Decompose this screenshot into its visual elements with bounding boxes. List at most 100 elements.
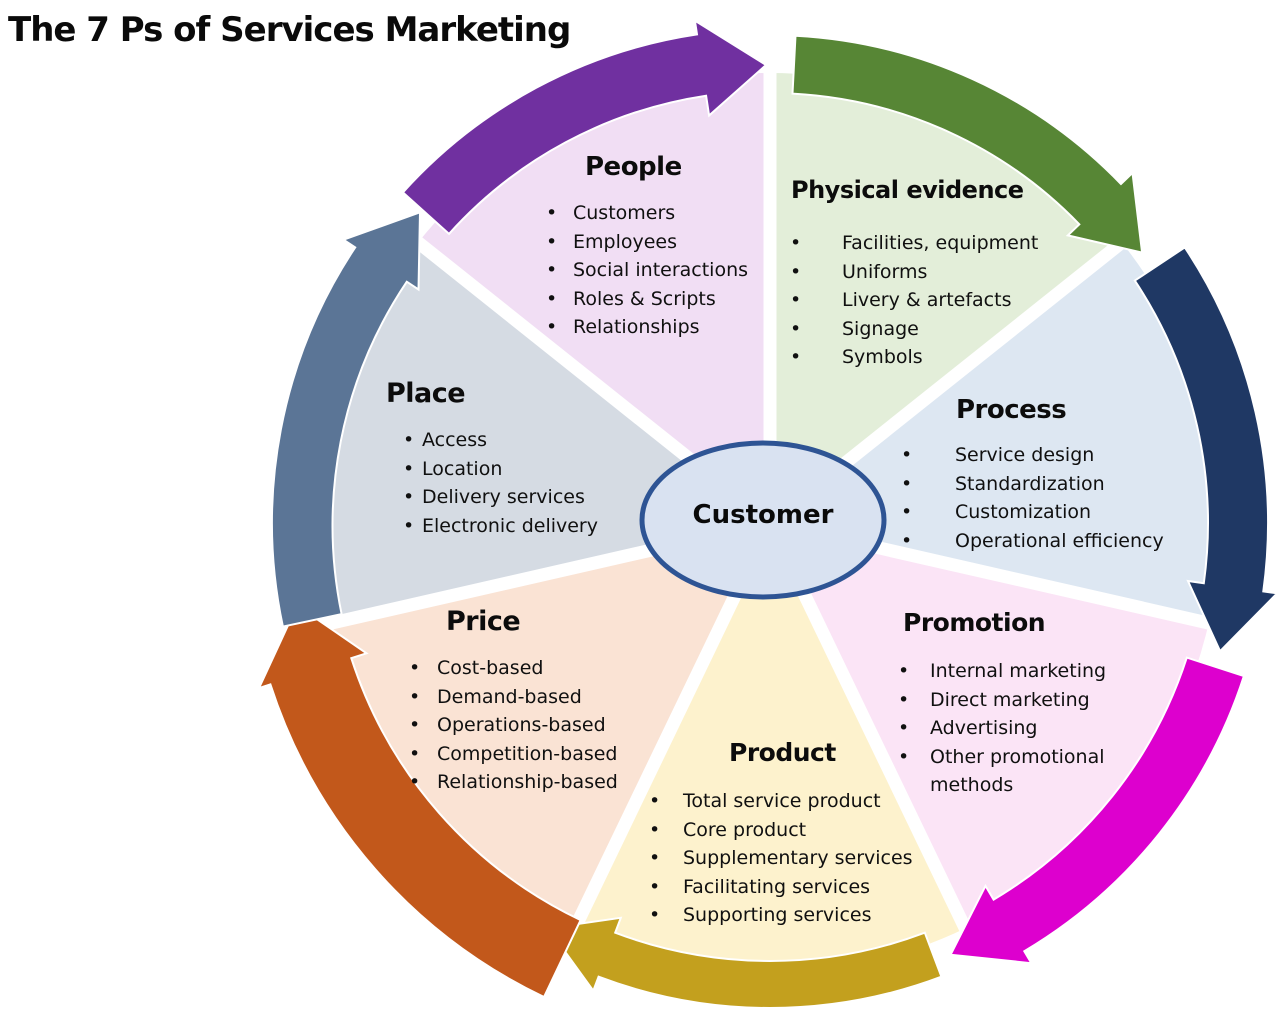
bullet-icon: • [649,818,661,841]
bullet-icon: • [790,346,802,368]
list-item-text: Location [422,457,503,480]
list-item-text: Uniforms [842,260,928,283]
list-item-text: Core product [683,818,807,841]
bullet-icon: • [901,444,913,466]
list-item-text: Employees [573,230,677,253]
list-item-text: Supplementary services [683,847,913,869]
list-item-text: Electronic delivery [422,514,598,537]
bullet-icon: • [403,429,415,451]
page-title: The 7 Ps of Services Marketing [8,10,571,50]
customer-ellipse [639,440,887,600]
bullet-icon: • [898,688,910,711]
arrow-people [401,18,768,236]
heading-people: People [585,152,682,182]
list-item: •Electronic delivery [403,512,598,541]
list-item-text: Cost-based [437,657,544,679]
list-item-text: Facilitating services [683,875,871,898]
list-item: • Advertising [898,714,1148,743]
bullet-icon: • [546,202,558,224]
bullet-icon: • [649,904,661,926]
arrow-physical-evidence [791,34,1144,254]
bullet-icon: • [546,287,558,310]
heading-place: Place [386,378,466,409]
list-item: • Operational efficiency [901,527,1164,556]
list-item-text: Supporting services [683,904,872,926]
list-item-text: Relationship-based [437,771,618,793]
list-item-text: Access [422,429,488,451]
list-item: •Relationships [546,313,748,342]
promotion-list: • Internal marketing •Direct marketing • A… [898,657,1148,800]
bullet-icon: • [546,230,558,253]
list-item: • Cost-based [409,654,618,683]
list-item-text: Competition-based [437,742,618,765]
bullet-icon: • [901,472,913,495]
list-item-text: Operational efficiency [955,529,1164,552]
list-item-text: Advertising [930,717,1038,739]
list-item: • Social interactions [546,256,748,285]
bullet-icon: • [649,875,661,898]
bullet-icon: • [790,260,802,283]
list-item: • Employees [546,228,748,257]
list-item: •Facilities, equipment [790,229,1038,258]
wedge-physical-evidence [770,73,1122,523]
list-item: • Internal marketing [898,657,1148,686]
bullet-icon: • [898,717,910,739]
list-item: •Demand-based [409,683,618,712]
list-item: • Customization [901,498,1164,527]
list-item-text: Operations-based [437,714,606,736]
bullet-icon: • [546,259,558,281]
list-item-text: Livery & artefacts [842,289,1012,311]
bullet-icon: • [409,771,421,793]
list-item-text: Customization [955,501,1092,523]
list-item-text: Facilities, equipment [842,232,1039,254]
bullet-icon: • [901,501,913,523]
list-item: • Relationship-based [409,768,618,797]
list-item: •Total service product [649,787,913,816]
bullet-icon: • [901,529,913,552]
bullet-icon: • [409,685,421,708]
list-item-text: Total service product [683,790,881,812]
list-item: • Uniforms [790,258,1038,287]
list-item-text: Delivery services [422,486,585,508]
list-item: •Customers [546,199,748,228]
bullet-icon: • [409,657,421,679]
wedge-people [418,73,770,523]
wedge-product [574,523,966,973]
list-item-text: Service design [955,444,1095,466]
list-item: •Location [403,455,598,484]
process-list: • Service design • Standardization • Custom… [901,441,1164,555]
bullet-icon: • [403,486,415,508]
list-item-text: Standardization [955,472,1105,495]
bullet-icon: • [409,742,421,765]
product-list: •Total service product •Core product •Su… [649,787,913,930]
list-item: •Direct marketing [898,686,1148,715]
list-item: • Competition-based [409,740,618,769]
heading-physical-evidence: Physical evidence [791,176,1024,204]
list-item: •Signage [790,315,1038,344]
list-item-text: Symbols [842,346,923,368]
bullet-icon: • [790,289,802,311]
arrow-place [271,210,422,628]
heading-process: Process [956,395,1067,425]
list-item-text: Relationships [573,316,700,338]
arrow-product [546,916,943,1009]
list-item-text: Other promotional methods [930,745,1105,797]
list-item: • Supplementary services [649,844,913,873]
heading-promotion: Promotion [903,608,1046,637]
arrow-price [257,604,582,999]
arrows [257,18,1280,1009]
list-item: • Symbols [790,343,1038,372]
bullet-icon: • [409,714,421,736]
bullet-icon: • [898,660,910,682]
bullet-icon: • [649,847,661,869]
arrow-process [1133,246,1280,653]
price-list: • Cost-based •Demand-based • Operations-ba… [409,654,618,797]
customer-label: Customer [692,500,834,530]
list-item-text: Internal marketing [930,660,1107,682]
bullet-icon: • [898,745,910,768]
list-item: • Standardization [901,470,1164,499]
heading-price: Price [446,606,521,637]
heading-product: Product [729,738,836,767]
list-item-text: Social interactions [573,259,749,281]
